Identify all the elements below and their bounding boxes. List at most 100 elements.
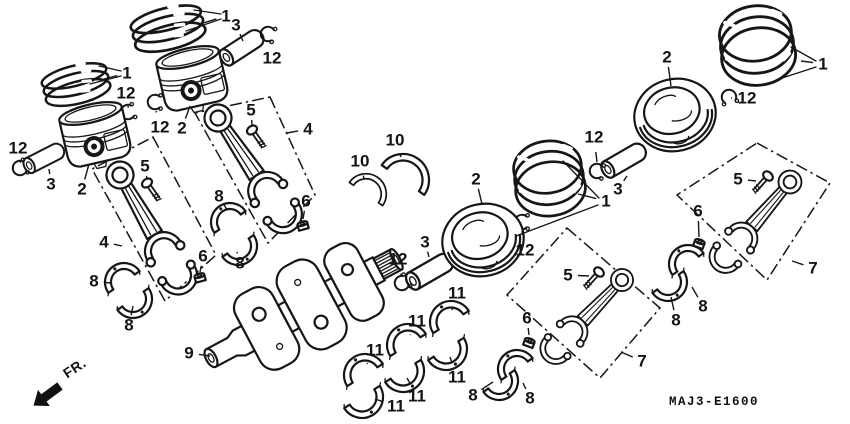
part-number-callout-2: 2	[471, 170, 480, 189]
part-number-callout-11: 11	[448, 284, 466, 303]
callout-leader-line	[113, 243, 123, 247]
part-number-callout-12: 12	[263, 49, 282, 68]
callout-leader-line	[399, 153, 402, 158]
part-number-callout-8: 8	[214, 187, 223, 206]
part-number-callout-3: 3	[231, 16, 240, 35]
part-number-callout-12: 12	[738, 89, 757, 108]
callout-leader-line	[481, 381, 494, 391]
callout-leader-line	[577, 274, 590, 277]
part-number-callout-3: 3	[613, 180, 622, 199]
callout-leader-line	[84, 163, 90, 180]
connecting-rod	[531, 259, 644, 373]
part-number-callout-8: 8	[525, 389, 534, 408]
rod-bolt	[579, 264, 607, 293]
callout-leader-line	[374, 398, 383, 402]
callout-leader-line	[199, 265, 202, 273]
part-number-callout-6: 6	[198, 247, 207, 266]
part-number-callout-11: 11	[408, 387, 426, 406]
part-number-callout-2: 2	[177, 119, 186, 138]
callout-leader-line	[697, 220, 700, 238]
part-number-callout-1: 1	[601, 192, 610, 211]
piston-pin-circlip	[718, 86, 740, 108]
diagram-part-code: MAJ3-E1600	[669, 395, 760, 409]
rod-nut	[295, 219, 310, 232]
part-number-callout-11: 11	[387, 397, 405, 416]
callout-leader-line	[103, 74, 118, 80]
callout-leader-line	[522, 382, 527, 390]
part-number-callout-12: 12	[117, 84, 136, 103]
piston-pin	[597, 139, 651, 182]
piston-pin-circlip	[146, 92, 164, 112]
callout-leader-line	[223, 204, 228, 211]
rod-bolt	[139, 175, 165, 205]
part-number-callout-8: 8	[671, 311, 680, 330]
part-number-callout-11: 11	[408, 312, 426, 331]
callout-leader-line	[620, 351, 634, 358]
part-number-callout-12: 12	[9, 139, 28, 158]
callout-leader-line	[366, 362, 369, 365]
phantom-box-rod-assembly-7b	[675, 142, 832, 282]
part-number-callout-1: 1	[122, 64, 131, 83]
phantom-box-rod-assembly-7a	[505, 226, 662, 380]
part-number-callout-12: 12	[585, 128, 604, 147]
callout-leader-line	[19, 159, 22, 163]
callout-leader-line	[791, 260, 804, 266]
callout-leader-line	[451, 307, 454, 311]
callout-leader-line	[623, 175, 628, 182]
part-number-callout-7: 7	[637, 352, 646, 371]
connecting-rod	[700, 160, 813, 282]
callout-leader-line	[747, 179, 757, 182]
part-number-callout-4: 4	[99, 233, 109, 252]
piston-ring-set	[507, 134, 591, 223]
rod-bearing-shell	[200, 194, 249, 238]
callout-leader-line	[103, 281, 111, 284]
part-number-callout-8: 8	[235, 254, 244, 273]
callout-leader-line	[691, 286, 699, 298]
thrust-washer	[380, 142, 441, 197]
part-number-callout-10: 10	[351, 152, 370, 171]
part-number-callout-3: 3	[420, 233, 429, 252]
part-number-callout-2: 2	[77, 180, 86, 199]
callout-leader-line	[199, 18, 217, 25]
part-number-callout-1: 1	[221, 7, 230, 26]
part-number-callout-8: 8	[89, 272, 98, 291]
callout-leader-line	[595, 151, 598, 163]
callout-leader-line	[198, 353, 211, 357]
part-number-callout-1: 1	[818, 55, 827, 74]
part-number-callout-2: 2	[662, 48, 671, 67]
callout-leader-line	[286, 130, 299, 134]
thrust-washer	[348, 164, 396, 207]
callout-leader-line	[670, 296, 675, 311]
callout-leader-line	[426, 251, 430, 258]
part-number-callout-8: 8	[124, 316, 133, 335]
rod-nut	[692, 236, 707, 251]
part-number-callout-10: 10	[386, 131, 405, 150]
callout-leader-line	[449, 356, 453, 364]
crankshaft	[203, 242, 404, 371]
part-number-callout-12: 12	[151, 118, 170, 137]
phantom-box-rod-assembly-4b	[193, 96, 316, 245]
callout-leader-line	[302, 210, 306, 220]
part-number-callout-3: 3	[46, 175, 55, 194]
part-number-callout-12: 12	[516, 241, 535, 260]
part-number-callout-8: 8	[698, 297, 707, 316]
callout-leader-line	[362, 175, 365, 180]
part-number-callout-6: 6	[693, 202, 702, 221]
part-number-callout-4: 4	[303, 120, 313, 139]
front-direction-arrow-icon	[33, 382, 63, 406]
part-number-callout-9: 9	[184, 344, 193, 363]
rod-bearing-shell	[114, 283, 163, 327]
callout-leader-line	[527, 327, 530, 336]
part-number-callout-11: 11	[366, 341, 384, 360]
part-number-callout-6: 6	[522, 309, 531, 328]
callout-leader-line	[406, 377, 411, 384]
callout-leader-line	[130, 305, 134, 316]
rod-bolt	[748, 168, 776, 197]
piston-pin	[20, 140, 68, 177]
part-number-callout-5: 5	[140, 157, 149, 176]
part-number-callout-5: 5	[246, 101, 255, 120]
part-number-callout-5: 5	[563, 266, 572, 285]
